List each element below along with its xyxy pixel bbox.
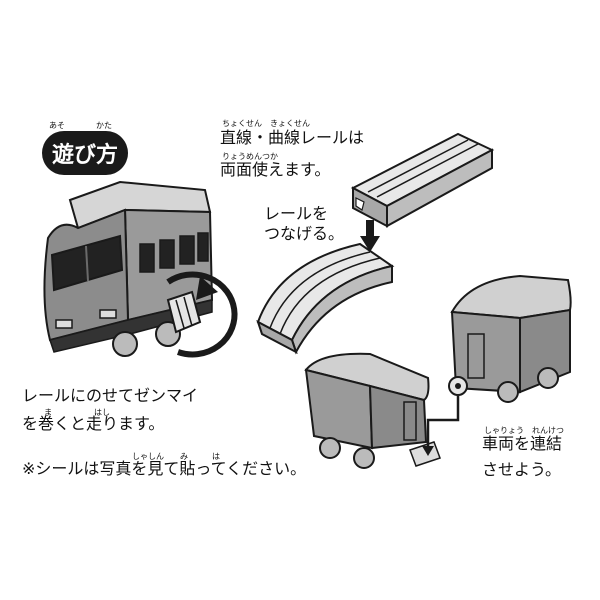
sticker-note-ruby: しゃしん み は xyxy=(132,452,220,461)
badge-ruby-2: かた xyxy=(96,121,112,130)
sticker-note-line: ※シールは写真を見て貼ってください。 xyxy=(22,459,307,478)
rail-note-line-2: 両面使えます。 xyxy=(220,160,331,179)
wind-note-ruby-a: ま xyxy=(44,408,52,417)
connect-note-line-2: つなげる。 xyxy=(264,224,345,243)
badge-ruby-1: あそ xyxy=(49,121,65,130)
couple-note-line-1: 車両を連結 xyxy=(482,434,563,453)
top-blank-area xyxy=(0,0,600,102)
straight-rail xyxy=(350,132,495,228)
train-illustration xyxy=(43,180,238,358)
front-wagon xyxy=(304,352,441,469)
connect-note-line-1: レールを xyxy=(264,204,329,223)
couple-note-line-2: させよう。 xyxy=(482,460,562,479)
rail-note-ruby-1: ちょくせん きょくせん xyxy=(222,119,310,128)
wind-note-line-2: を巻くと走ります。 xyxy=(22,414,165,433)
rear-wagon xyxy=(448,274,572,403)
rail-note-ruby-2: りょうめんつか xyxy=(222,152,278,161)
wind-note-line-1: レールにのせてゼンマイ xyxy=(22,386,199,405)
curved-rail xyxy=(256,242,395,355)
arrow-down-icon xyxy=(360,220,380,252)
couple-note-ruby: しゃりょう れんけつ xyxy=(484,426,564,435)
coupler-icon xyxy=(448,376,468,396)
rail-note-line-1: 直線・曲線レールは xyxy=(220,128,365,147)
page-title: 遊び方 xyxy=(51,143,118,168)
wind-note-ruby-b: はし xyxy=(94,408,110,417)
rotate-arrow-icon xyxy=(166,271,238,358)
wind-up-knob xyxy=(166,290,202,334)
connector-arrow-icon xyxy=(422,396,460,456)
page-title-badge: 遊び方 xyxy=(42,131,128,175)
